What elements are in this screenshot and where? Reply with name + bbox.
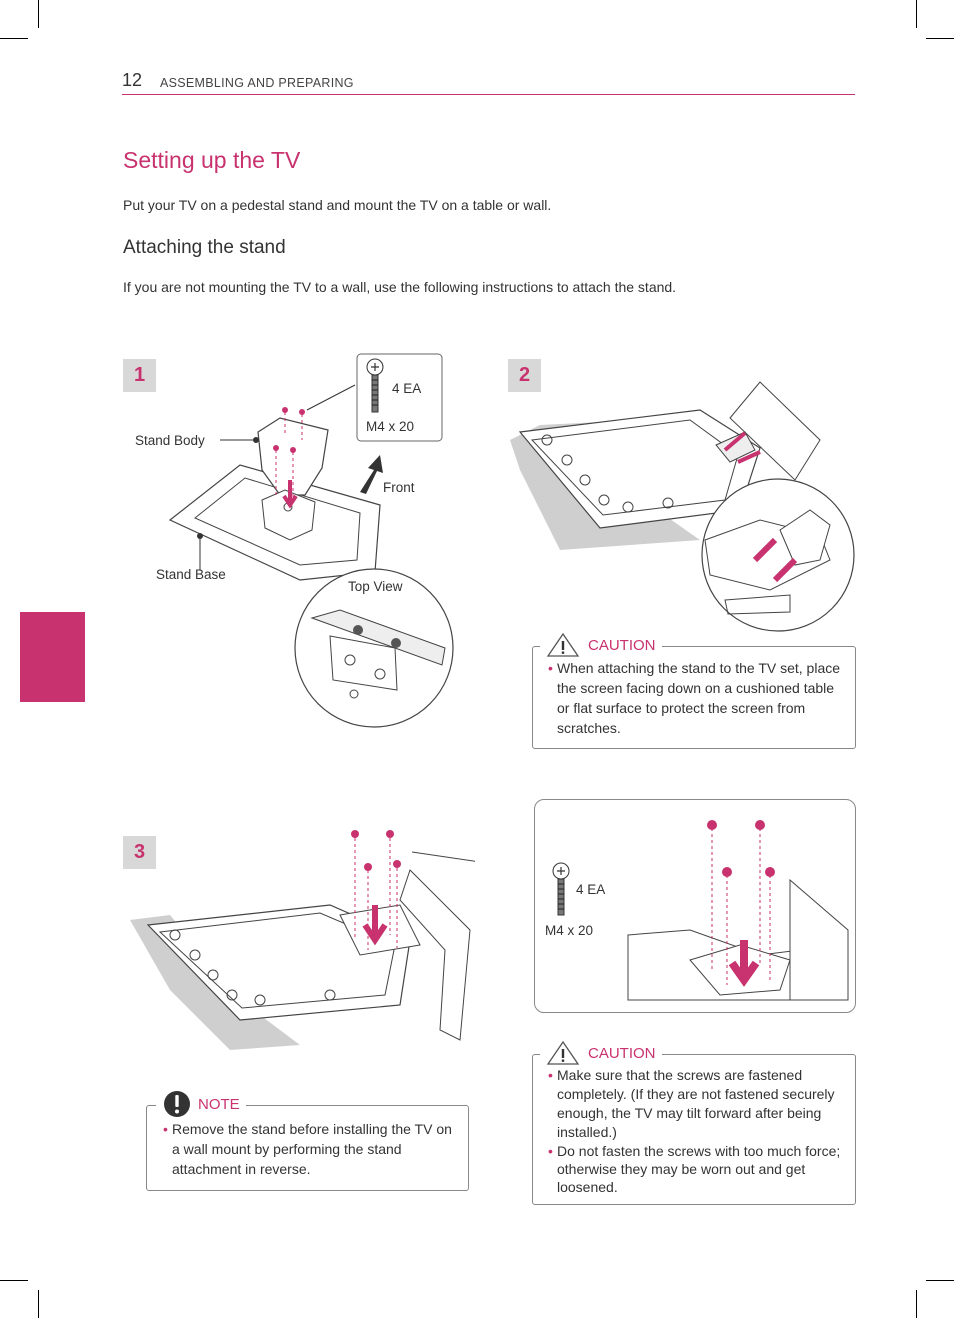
header-rule [122,94,855,95]
note-item: •Remove the stand before installing the … [163,1121,452,1177]
caution-box-1 [532,646,856,749]
exclamation-icon [164,1091,190,1117]
screw-size: M4 x 20 [366,419,415,434]
crop-mark [0,38,28,39]
caution-header: CAUTION [540,1040,662,1066]
caution-title: CAUTION [588,636,656,654]
step-1-badge: 1 [123,359,156,392]
section-title: ASSEMBLING AND PREPARING [160,76,354,90]
step-2-diagram [510,381,855,632]
caution-box-2 [532,1054,856,1205]
caution-item: •Do not fasten the screws with too much … [548,1143,841,1195]
intro-text: Put your TV on a pedestal stand and moun… [123,197,552,213]
warning-icon [546,632,580,657]
step-3-diagram [130,830,475,1050]
stand-base-label: Stand Base [156,567,226,582]
step-3-zoom-diagram [552,820,849,1001]
crop-mark [38,0,39,28]
top-view-label: Top View [346,579,405,594]
crop-mark [916,0,917,28]
stand-body-label: Stand Body [135,433,205,448]
step-1-diagram [168,353,454,728]
screw-icon [366,358,384,413]
step-2-badge: 2 [508,359,541,392]
note-box [146,1105,469,1191]
crop-mark [0,1280,28,1281]
screw-quantity: 4 EA [576,882,606,897]
section-heading: Attaching the stand [123,237,286,258]
warning-icon [546,1040,580,1065]
note-header: NOTE [156,1089,246,1119]
front-label: Front [383,480,415,495]
crop-mark [926,1280,954,1281]
caution-item: •When attaching the stand to the TV set,… [548,660,841,736]
section-intro: If you are not mounting the TV to a wall… [123,279,677,295]
note-title: NOTE [198,1095,240,1113]
screw-quantity: 4 EA [392,381,422,396]
screw-size: M4 x 20 [545,923,594,938]
language-tab-label: ENGLISH [64,1236,80,1302]
caution-item: •Make sure that the screws are fastened … [548,1067,835,1140]
crop-mark [916,1290,917,1318]
crop-mark [38,1290,39,1318]
screw-icon [552,862,570,916]
crop-mark [926,38,954,39]
step-3-badge: 3 [123,836,156,869]
language-tab: ENGLISH [20,612,85,1301]
page-title: Setting up the TV [123,147,301,173]
page-number: 12 [122,70,143,90]
caution-title: CAUTION [588,1044,656,1062]
caution-header: CAUTION [540,632,662,658]
